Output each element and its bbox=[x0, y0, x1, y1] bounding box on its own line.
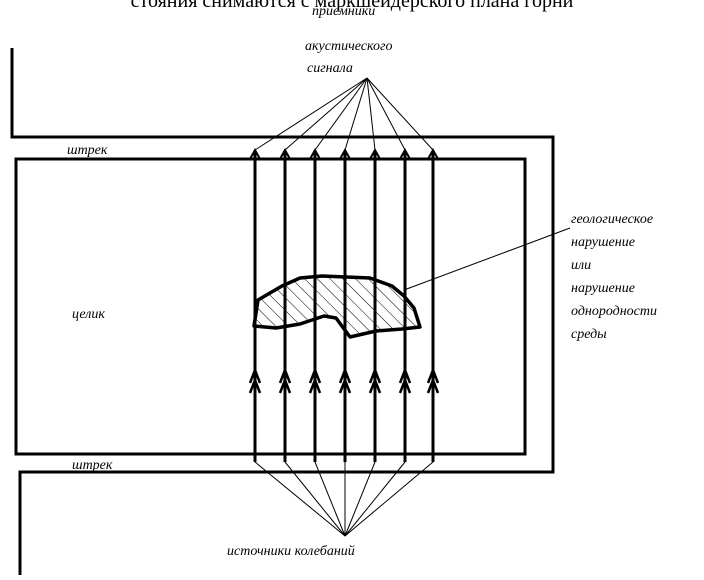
receivers-label-line-1: приемники bbox=[312, 4, 375, 19]
disturbance-label-line-3: или bbox=[571, 258, 591, 273]
disturbance-pointer-line bbox=[403, 227, 571, 291]
source-pointer-lines bbox=[254, 461, 434, 537]
wave-arrowhead-b-6 bbox=[398, 376, 412, 394]
disturbance-label-line-6: среды bbox=[571, 327, 607, 342]
wave-arrowhead-b-2 bbox=[278, 376, 292, 394]
wave-arrowhead-b-4 bbox=[338, 376, 352, 394]
geological-disturbance-blob bbox=[252, 274, 422, 339]
source-pointer-3 bbox=[314, 461, 346, 537]
source-pointer-7 bbox=[344, 461, 434, 537]
pillar-block bbox=[14, 157, 527, 456]
wave-arrowhead-a-5 bbox=[368, 366, 382, 384]
wave-arrowhead-b-5 bbox=[368, 376, 382, 394]
receiver-pointer-5 bbox=[366, 77, 376, 151]
disturbance-label-line-4: нарушение bbox=[571, 281, 635, 296]
source-pointer-5 bbox=[344, 461, 376, 537]
source-pointer-6 bbox=[344, 461, 406, 537]
source-pointer-2 bbox=[284, 461, 346, 537]
receiver-pointer-6 bbox=[366, 77, 406, 151]
receiver-pointer-1 bbox=[254, 77, 368, 151]
outer-drift-wall-top bbox=[10, 48, 555, 575]
wave-arrowhead-a-4 bbox=[338, 366, 352, 384]
sources-label: источники колебаний bbox=[227, 544, 355, 559]
wave-arrowhead-a-6 bbox=[398, 366, 412, 384]
receiver-pointer-2 bbox=[284, 77, 368, 151]
receiver-pointer-4 bbox=[344, 77, 368, 151]
receivers-label-line-3: сигнала bbox=[307, 61, 353, 76]
drift-top-label: штрек bbox=[67, 143, 108, 158]
wave-arrowhead-b-7 bbox=[426, 376, 440, 394]
disturbance-label-line-2: нарушение bbox=[571, 235, 635, 250]
wave-arrowhead-b-3 bbox=[308, 376, 322, 394]
wave-arrowhead-a-1 bbox=[248, 366, 262, 384]
header-text: стояния снимаются с маркшейдерского план… bbox=[130, 0, 574, 12]
receiver-pointer-3 bbox=[314, 77, 368, 151]
source-pointer-1 bbox=[254, 461, 346, 537]
receiver-pointer-lines bbox=[254, 77, 434, 151]
wave-arrowhead-a-3 bbox=[308, 366, 322, 384]
wave-arrowhead-a-2 bbox=[278, 366, 292, 384]
pillar-label: целик bbox=[72, 307, 105, 322]
receiver-pointer-7 bbox=[366, 77, 434, 151]
wave-arrowhead-a-7 bbox=[426, 366, 440, 384]
disturbance-label-line-1: геологическое bbox=[571, 212, 653, 227]
wave-arrowhead-b-1 bbox=[248, 376, 262, 394]
receivers-label-line-2: акустического bbox=[305, 39, 393, 54]
drift-bottom-label: штрек bbox=[72, 458, 113, 473]
disturbance-label-line-5: однородности bbox=[571, 304, 657, 319]
